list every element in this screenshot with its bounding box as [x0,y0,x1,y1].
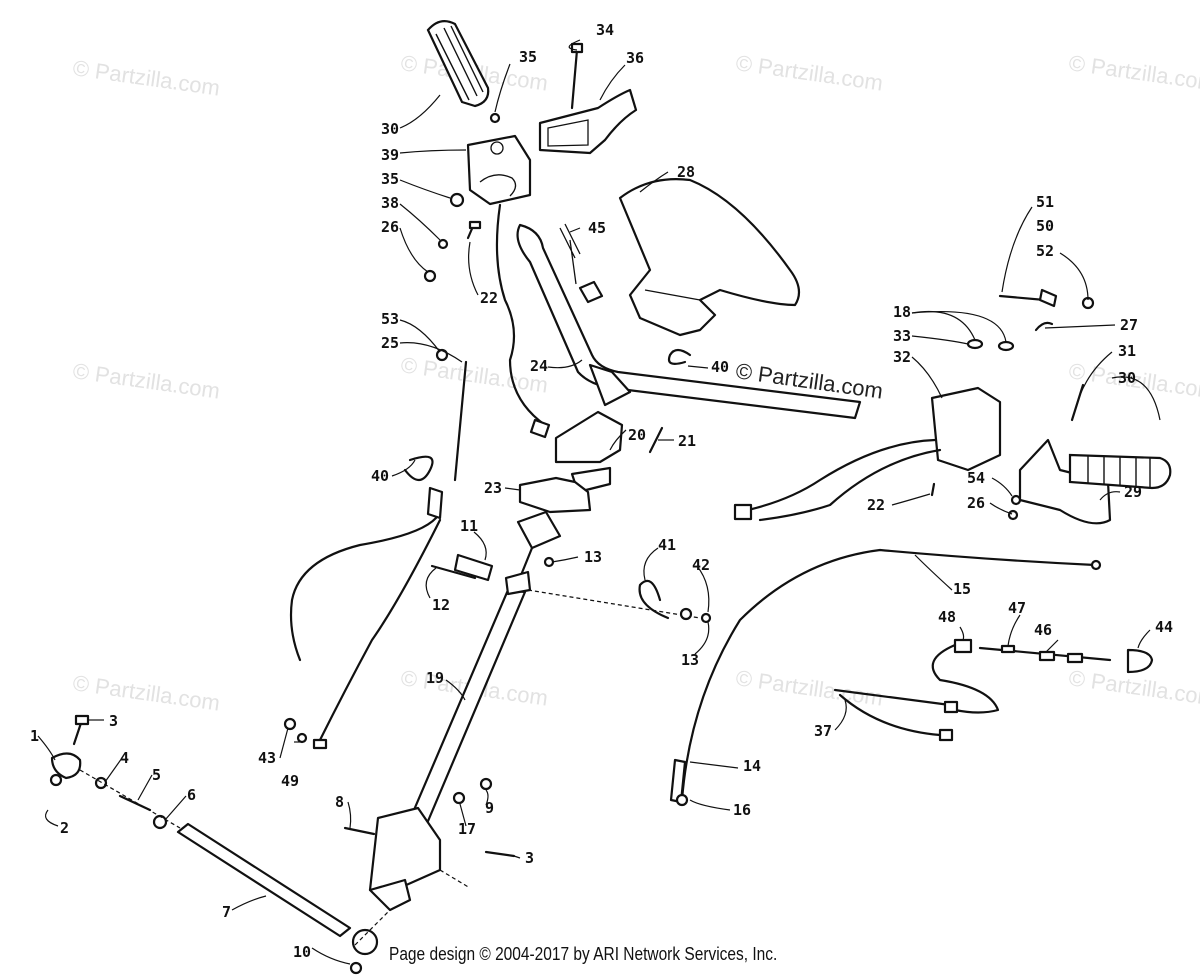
callout-53: 53 [381,310,399,328]
callout-12: 12 [432,596,450,614]
callout-46: 46 [1034,621,1052,639]
callout-23: 23 [484,479,502,497]
callout-35: 35 [381,170,399,188]
callout-28: 28 [677,163,695,181]
callout-10: 10 [293,943,311,961]
clamp-base [518,476,592,514]
callout-21: 21 [678,432,696,450]
callout-8: 8 [335,793,344,811]
callout-44: 44 [1155,618,1173,636]
callout-42: 42 [692,556,710,574]
callout-36: 36 [626,49,644,67]
callout-35: 35 [519,48,537,66]
left-grip [426,19,490,108]
callout-43: 43 [258,749,276,767]
callout-30: 30 [1118,369,1136,387]
callout-54: 54 [967,469,985,487]
callout-48: 48 [938,608,956,626]
wiring-harness [833,638,1154,742]
callout-18: 18 [893,303,911,321]
callout-32: 32 [893,348,911,366]
callout-37: 37 [814,722,832,740]
throttle-housing [466,112,532,206]
callout-26: 26 [381,218,399,236]
callout-40: 40 [711,358,729,376]
watermark: © Partzilla.com [399,352,549,397]
clip [667,348,692,365]
callout-30: 30 [381,120,399,138]
callout-45: 45 [588,219,606,237]
callout-47: 47 [1008,599,1026,617]
callout-13: 13 [681,651,699,669]
callout-labels: 34 35 36 30 39 35 38 26 22 28 45 51 50 5… [30,21,1173,961]
callout-27: 27 [1120,316,1138,334]
watermark: © Partzilla.com [734,50,884,95]
callout-51: 51 [1036,193,1054,211]
callout-49: 49 [281,772,299,790]
page-footer: Page design © 2004-2017 by ARI Network S… [389,944,778,964]
throttle-cable [495,203,547,427]
callout-29: 29 [1124,483,1142,501]
callout-50: 50 [1036,217,1054,235]
watermark: © Partzilla.com [71,55,221,100]
callout-39: 39 [381,146,399,164]
callout-31: 31 [1118,342,1136,360]
callout-24: 24 [530,357,548,375]
callout-33: 33 [893,327,911,345]
brake-harness [733,438,942,522]
callout-3: 3 [525,849,534,867]
callout-38: 38 [381,194,399,212]
right-grip [1068,453,1172,490]
callout-5: 5 [152,766,161,784]
callout-3: 3 [109,712,118,730]
callout-22: 22 [867,496,885,514]
callout-52: 52 [1036,242,1054,260]
watermark: © Partzilla.com [71,670,221,715]
callout-1: 1 [30,727,39,745]
handlebar-pad [618,178,801,337]
watermark: © Partzilla.com [734,665,884,710]
throttle-hardware [423,192,482,283]
cable-end [529,418,551,439]
switch-spring [559,223,604,304]
handlebar-clamp [554,410,664,494]
throttle-lever [538,42,638,155]
callout-26: 26 [967,494,985,512]
callout-9: 9 [485,799,494,817]
callout-6: 6 [187,786,196,804]
callout-7: 7 [222,903,231,921]
callout-25: 25 [381,334,399,352]
callout-40: 40 [371,467,389,485]
tie-rod-end [49,714,181,830]
parts [49,19,1172,975]
switch-hardware [998,288,1095,332]
callout-41: 41 [658,536,676,554]
callout-22: 22 [480,289,498,307]
callout-16: 16 [733,801,751,819]
callout-2: 2 [60,819,69,837]
steering-arm [343,777,516,912]
kill-switch-cable [669,548,1102,807]
callout-13: 13 [584,548,602,566]
brake-assembly [930,383,1112,525]
column-bracket [430,553,712,624]
callout-4: 4 [120,749,129,767]
callout-19: 19 [426,669,444,687]
callout-34: 34 [596,21,614,39]
watermark: © Partzilla.com [1067,50,1200,95]
leader-lines [37,39,1161,965]
callout-17: 17 [458,820,476,838]
watermark: © Partzilla.com [71,358,221,403]
brake-cable [283,348,468,750]
handlebar [516,223,862,420]
tie-rod [176,822,391,975]
callout-15: 15 [953,580,971,598]
callout-14: 14 [743,757,761,775]
callout-20: 20 [628,426,646,444]
steering-post [400,510,562,842]
callout-11: 11 [460,517,478,535]
